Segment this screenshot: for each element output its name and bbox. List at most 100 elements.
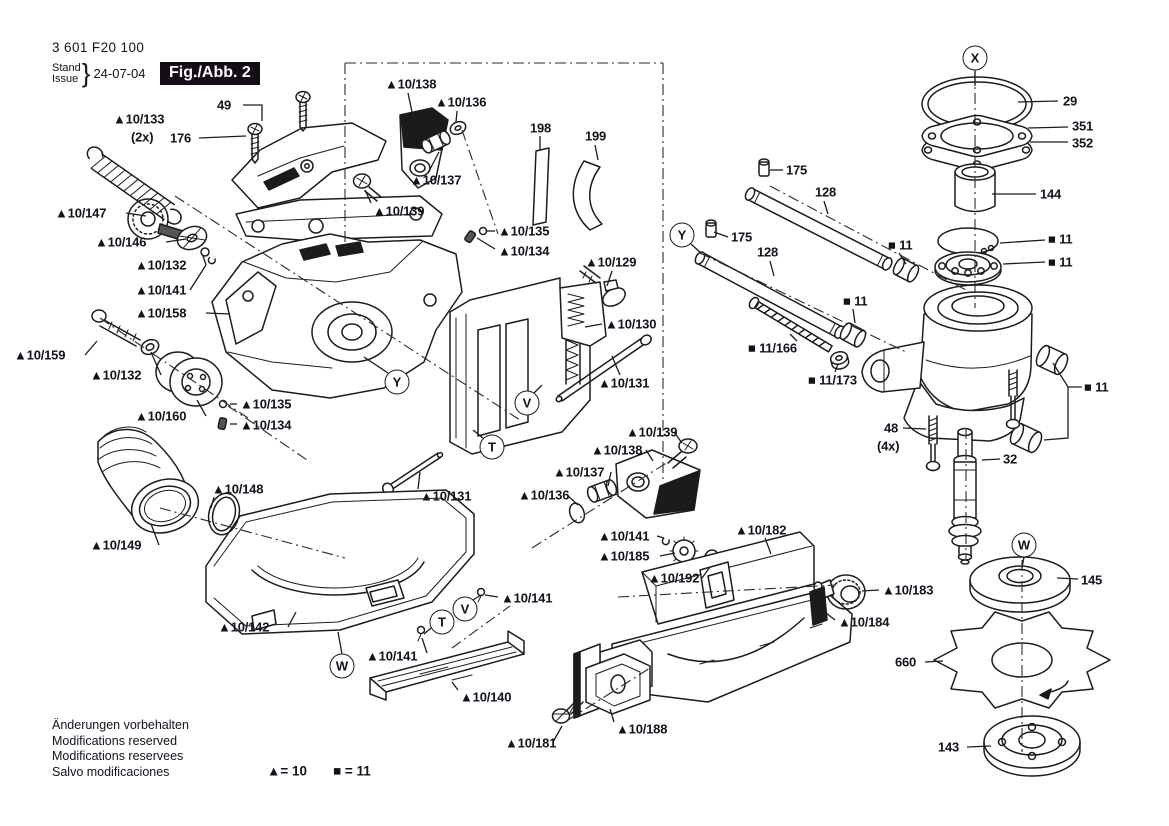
leader-line xyxy=(150,523,160,546)
part-label: ■ 11/173 xyxy=(808,372,857,388)
screw-bottom-lever xyxy=(667,438,698,469)
pin-marker xyxy=(464,230,477,244)
leader-line xyxy=(852,308,856,324)
pin-marker xyxy=(217,417,228,431)
part-label: ▲10/141 xyxy=(135,282,187,298)
center-line xyxy=(567,667,651,721)
leader-line xyxy=(611,355,621,376)
leader-line xyxy=(1043,387,1069,441)
part-label: ▲10/131 xyxy=(598,375,650,391)
leader-line xyxy=(1002,261,1046,265)
view-marker-T: T xyxy=(429,609,455,635)
part-label: 351 xyxy=(1072,118,1094,134)
leader-line xyxy=(198,135,247,139)
leader-line xyxy=(243,104,263,121)
leader-line xyxy=(594,144,599,161)
part-label: ▲10/130 xyxy=(605,316,657,332)
center-line xyxy=(174,195,521,421)
legend-square: ■ = 11 xyxy=(333,763,371,779)
leader-line xyxy=(1052,362,1082,388)
part-label: ▲10/158 xyxy=(135,305,187,321)
leader-line xyxy=(607,471,612,487)
part-label: ▲10/181 xyxy=(505,735,557,751)
part-label: ▲10/135 xyxy=(240,396,292,412)
part-label: ▲10/146 xyxy=(95,234,147,250)
part-label: 143 xyxy=(938,739,960,755)
o-ring xyxy=(207,492,241,536)
leader-line xyxy=(764,537,772,555)
part-label: (4x) xyxy=(877,438,900,454)
figure-badge: Fig./Abb. 2 xyxy=(160,62,260,85)
main-housing xyxy=(211,233,463,399)
leader-line xyxy=(125,212,147,217)
leader-line xyxy=(417,471,421,490)
screw-48 xyxy=(925,415,941,472)
leader-line xyxy=(165,238,187,243)
leader-line xyxy=(287,611,297,628)
part-label: ▲10/183 xyxy=(882,582,934,598)
part-label: 145 xyxy=(1081,572,1103,588)
hex-bolt xyxy=(551,697,584,724)
part-label: 29 xyxy=(1063,93,1078,109)
part-label: ▲10/139 xyxy=(373,203,425,219)
view-marker-X: X xyxy=(962,45,988,71)
part-label: 49 xyxy=(217,97,232,113)
leader-line xyxy=(825,612,836,621)
part-label: ■ 11/166 xyxy=(748,340,797,356)
dust-elbow xyxy=(97,426,200,534)
leader-line xyxy=(584,323,603,328)
part-label: ▲10/141 xyxy=(598,528,650,544)
part-label: 144 xyxy=(1040,186,1062,202)
slide-plate xyxy=(449,277,607,455)
clamping-washer-145 xyxy=(969,556,1071,613)
part-label: ▲10/147 xyxy=(55,205,107,221)
part-label: 176 xyxy=(170,130,192,146)
leader-line xyxy=(451,681,459,691)
leader-line xyxy=(337,631,343,655)
view-marker-W: W xyxy=(329,653,355,679)
strip-199 xyxy=(572,160,603,231)
bracket-frame xyxy=(235,195,443,241)
part-label: ▲10/134 xyxy=(240,417,292,433)
part-label: 48 xyxy=(884,420,899,436)
part-label: 660 xyxy=(895,654,917,670)
guide-rod-upper xyxy=(744,187,893,271)
part-label: ■ 11 xyxy=(888,237,913,253)
retaining-ring xyxy=(661,537,670,546)
footer-line: Modifications reserved xyxy=(52,733,178,748)
center-line xyxy=(617,584,837,598)
leader-line xyxy=(789,333,798,342)
fan-washer xyxy=(176,225,208,251)
leader-line xyxy=(1017,100,1059,103)
leader-line xyxy=(566,494,579,506)
part-label: ▲10/160 xyxy=(135,408,187,424)
leader-line xyxy=(427,151,440,174)
part-label: ▲10/136 xyxy=(435,94,487,110)
part-label: ▲10/137 xyxy=(410,172,462,188)
leader-line xyxy=(363,356,389,374)
part-label: ▲10/149 xyxy=(90,537,142,553)
part-label: ▲10/129 xyxy=(585,254,637,270)
part-label: ▲10/192 xyxy=(648,570,700,586)
view-marker-V: V xyxy=(514,390,540,416)
part-label: 199 xyxy=(585,128,607,144)
footer-line: Modifications reservees xyxy=(52,749,184,763)
part-label: ▲10/188 xyxy=(616,721,668,737)
leader-line xyxy=(769,260,775,277)
part-label: ▲10/136 xyxy=(518,487,570,503)
leader-line xyxy=(533,384,543,394)
part-label: ▲10/138 xyxy=(591,442,643,458)
leader-line xyxy=(924,660,944,663)
legend-triangle: ▲= 10 xyxy=(267,763,308,779)
footer-notes: Änderungen vorbehalten Modifications res… xyxy=(52,718,189,780)
part-label: ▲10/185 xyxy=(598,548,650,564)
issue-label: Issue xyxy=(52,72,79,85)
screw-marker xyxy=(478,226,488,236)
part-label: ▲10/141 xyxy=(501,590,553,606)
leader-line xyxy=(84,340,98,356)
grub-screw xyxy=(705,219,717,238)
top-cover xyxy=(231,122,387,209)
part-label: ▲10/131 xyxy=(420,488,472,504)
